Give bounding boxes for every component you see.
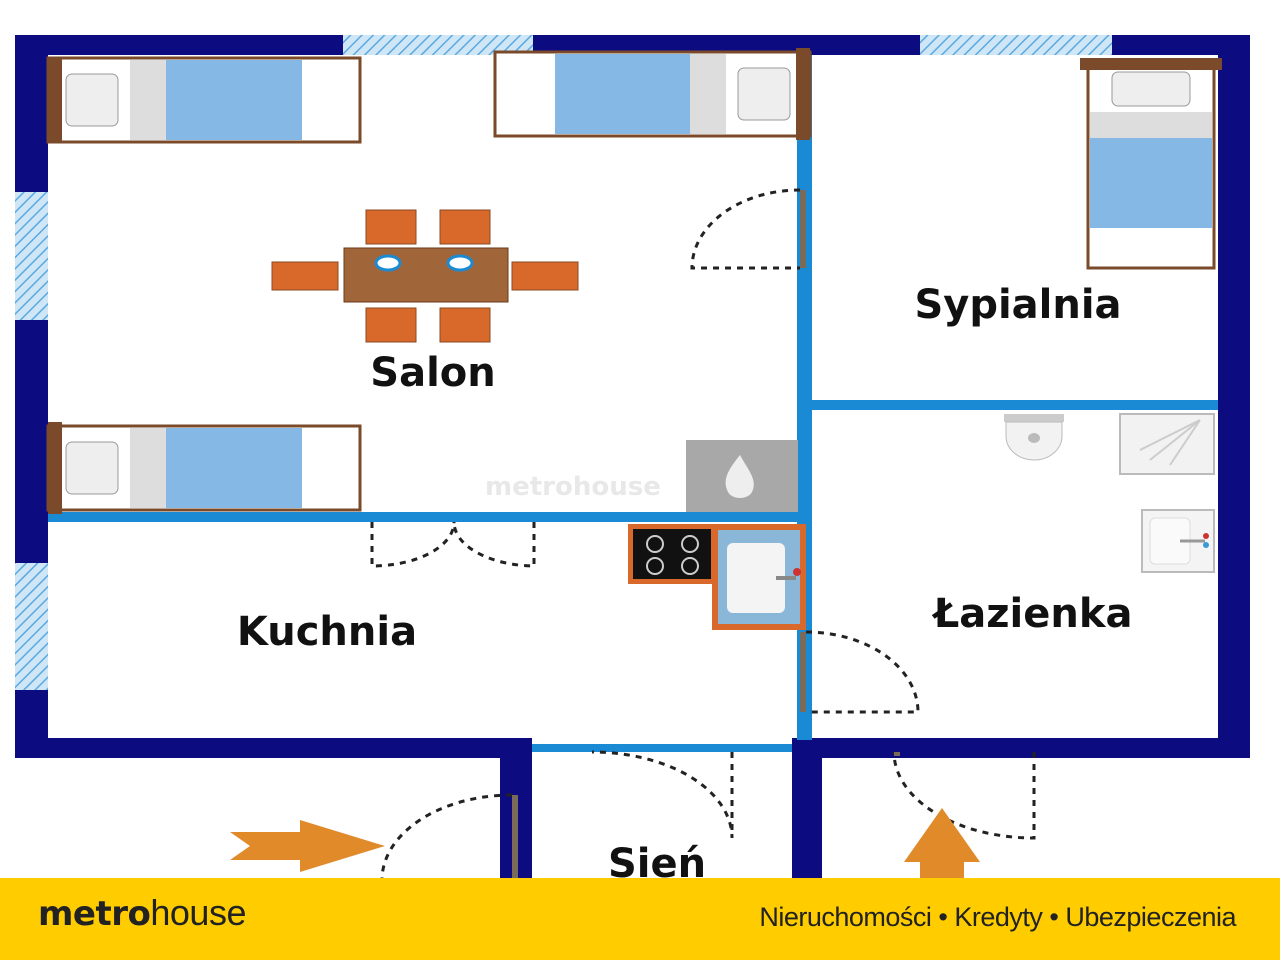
- logo-bold: metro: [38, 894, 151, 934]
- entry-arrow-icon: [230, 820, 385, 872]
- entry-arrow-icon: [904, 808, 980, 880]
- room-label-sypialnia: Sypialnia: [914, 282, 1121, 328]
- inner-walls: [48, 55, 1218, 752]
- bed-icon: [46, 56, 362, 144]
- kitchen-sink-icon: [712, 524, 806, 630]
- toilet-icon: [1004, 414, 1064, 461]
- room-label-salon: Salon: [370, 350, 495, 396]
- dining-table-icon: [271, 209, 579, 343]
- watermark: metrohouse: [485, 472, 661, 502]
- doors: [370, 188, 1036, 881]
- bed-icon: [46, 422, 362, 514]
- bathroom-sink-icon: [1141, 509, 1215, 573]
- shower-icon: [1119, 413, 1215, 475]
- bed-icon: [1080, 58, 1222, 270]
- room-label-kuchnia: Kuchnia: [237, 609, 417, 655]
- tagline: Nieruchomości • Kredyty • Ubezpieczenia: [759, 902, 1236, 932]
- fireplace-icon: [686, 440, 798, 512]
- cooktop-icon: [628, 524, 714, 584]
- footer-banner: metrohouse Nieruchomości • Kredyty • Ube…: [0, 878, 1280, 960]
- room-label-lazienka: Łazienka: [932, 591, 1133, 637]
- logo-light: house: [150, 892, 246, 933]
- bed-icon: [493, 48, 812, 140]
- metrohouse-logo: metrohouse: [38, 892, 246, 934]
- windows: [15, 35, 1112, 690]
